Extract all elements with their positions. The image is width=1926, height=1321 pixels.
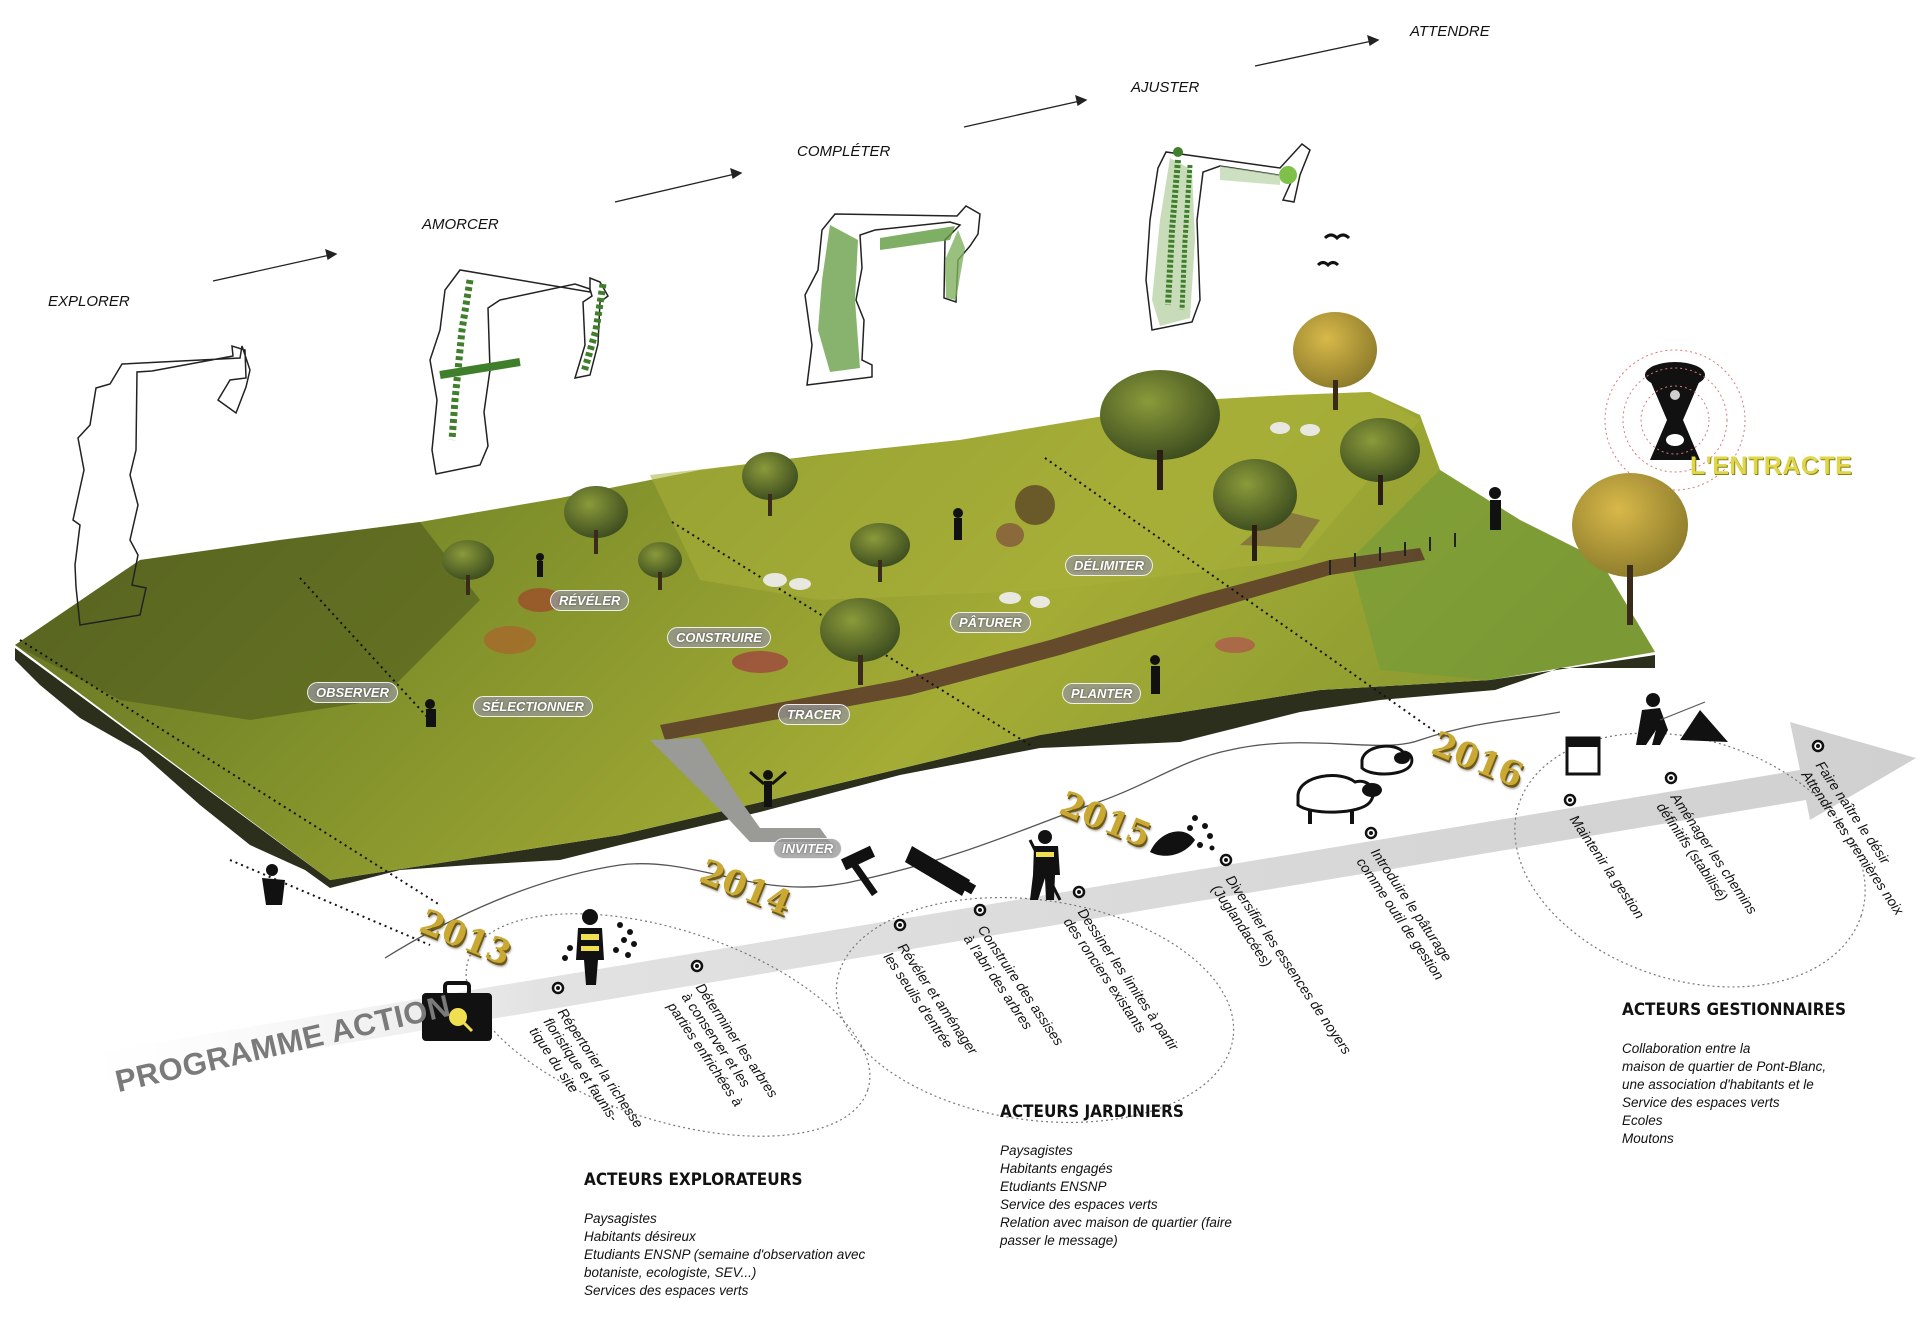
- actors-gestionnaires-title: ACTEURS GESTIONNAIRES: [1622, 1000, 1846, 1020]
- gardener-icon: [562, 909, 637, 985]
- plan-completer: [804, 205, 981, 386]
- plan-explorer: [72, 344, 251, 626]
- digger-icon: [1636, 693, 1728, 745]
- saw-icon: [905, 846, 977, 896]
- stage-label-explorer: EXPLORER: [48, 293, 130, 310]
- verb-inviter: INVITER: [773, 838, 843, 859]
- action-bullets: [551, 739, 1825, 995]
- calendar-icon: [1565, 736, 1601, 776]
- verb-paturer: PÂTURER: [950, 612, 1031, 633]
- verb-delimiter: DÉLIMITER: [1065, 555, 1154, 576]
- verb-reveler: RÉVÉLER: [550, 590, 630, 611]
- timeline-arrow: [80, 711, 1916, 1137]
- leaf-icon: [1150, 815, 1215, 856]
- actors-jardiniers-list: Paysagistes Habitants engagés Etudiants …: [1000, 1143, 1232, 1248]
- hourglass-icon: [1604, 349, 1746, 491]
- verb-observer: OBSERVER: [307, 682, 398, 703]
- verb-selectionner: SÉLECTIONNER: [473, 696, 593, 717]
- verb-tracer: TRACER: [778, 704, 851, 725]
- stage-arrows: [212, 34, 1380, 282]
- plan-amorcer: [429, 269, 609, 475]
- timeline-icons: [422, 349, 1746, 1041]
- stage-label-ajuster: AJUSTER: [1131, 79, 1200, 96]
- briefcase-icon: [422, 981, 492, 1041]
- stage-label-amorcer: AMORCER: [422, 216, 499, 233]
- actors-explorateurs-title: ACTEURS EXPLORATEURS: [584, 1170, 803, 1190]
- stage-label-attendre: ATTENDRE: [1410, 23, 1490, 40]
- sheep-icon: [1296, 744, 1414, 824]
- actors-explorateurs-list: Paysagistes Habitants désireux Etudiants…: [584, 1211, 866, 1298]
- entracte-title: L'ENTRACTE: [1690, 452, 1853, 480]
- hammer-icon: [840, 845, 878, 897]
- meadow-block: [15, 233, 1688, 946]
- plan-greens: [439, 147, 1297, 441]
- plan-sequence: [72, 142, 1311, 626]
- verb-construire: CONSTRUIRE: [667, 627, 771, 648]
- actors-jardiniers-title: ACTEURS JARDINIERS: [1000, 1102, 1184, 1122]
- stage-label-completer: COMPLÉTER: [797, 143, 891, 160]
- actors-gestionnaires-list: Collaboration entre la maison de quartie…: [1622, 1041, 1827, 1146]
- verb-planter: PLANTER: [1062, 683, 1142, 704]
- worker-icon: [1028, 830, 1062, 901]
